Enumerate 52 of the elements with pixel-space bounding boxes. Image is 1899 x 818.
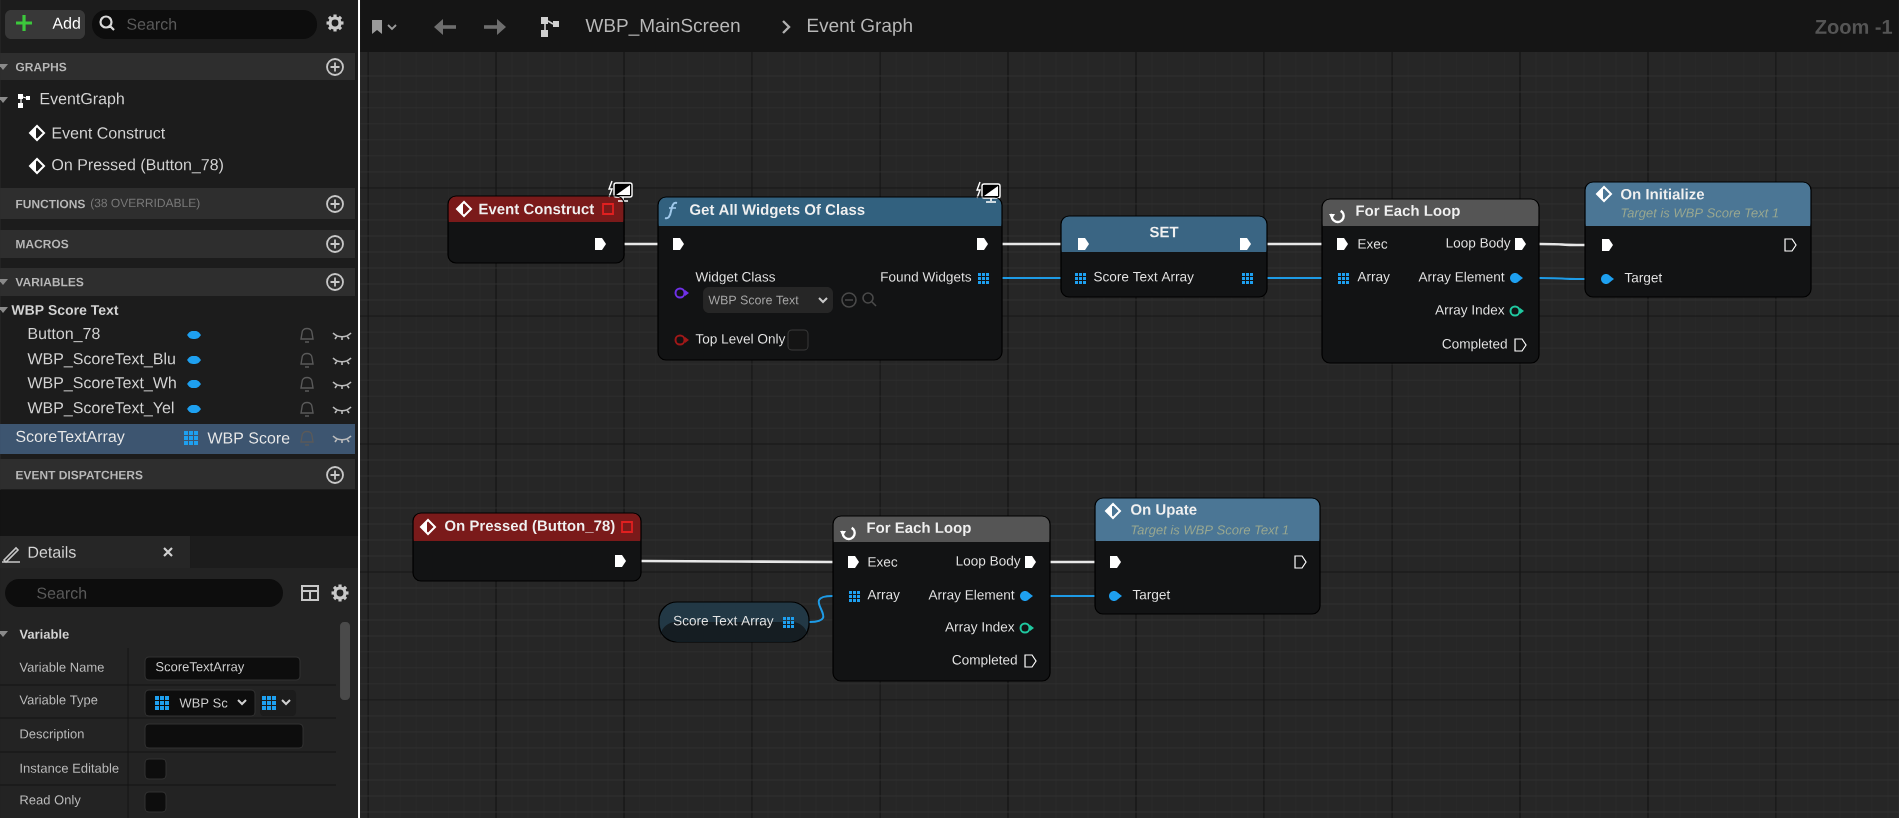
function-node: Get All Widgets Of Class Widget Class Found Widgets WBP Score Text Top Level Only: [657, 181, 1003, 361]
search-field: Search: [5, 579, 283, 607]
variable-node: Score Text Array: [658, 601, 810, 643]
breadcrumb-link: WBP_MainScreen: [585, 18, 740, 36]
wire: [808, 595, 834, 623]
text-field: ScoreTextArray: [144, 656, 301, 681]
variable-name: ScoreTextArray: [16, 430, 125, 446]
setter-node: SET Score Text Array: [1060, 215, 1268, 298]
macro-node: For Each Loop Exec Loop Body Array Array Element Array Index Completed: [832, 515, 1051, 682]
search-field: Search: [92, 10, 317, 39]
variable-name: WBP_ScoreText_Wh: [27, 376, 176, 392]
macro-node: For Each Loop Exec Loop Body Array Array Element Array Index Completed: [1321, 198, 1540, 364]
function-node: On Initialize Target is WBP Score Text 1 Target: [1584, 181, 1812, 298]
event-node: On Pressed (Button_78): [412, 512, 642, 582]
tree-item: Event Construct: [52, 127, 166, 139]
wire: [624, 242, 658, 246]
section-heading: VARIABLES: [15, 277, 84, 287]
section-note: (38 OVERRIDABLE): [90, 198, 200, 210]
property-label: Variable Name: [19, 662, 104, 672]
category-heading: WBP Score Text: [11, 305, 119, 315]
wire: [1266, 277, 1323, 279]
section-heading: FUNCTIONS: [16, 199, 85, 209]
class-dropdown: WBP Score Text: [703, 287, 833, 313]
wire: [641, 559, 833, 564]
property-label: Description: [20, 728, 84, 742]
wire: [1050, 560, 1095, 564]
section-heading: MACROS: [16, 239, 69, 249]
wire: [1001, 277, 1062, 279]
property-label: Read Only: [20, 794, 81, 808]
wire: [1002, 242, 1061, 246]
type-dropdown: WBP Sc: [144, 689, 256, 717]
wire: [1538, 277, 1586, 280]
variable-name: Button_78: [28, 327, 100, 343]
variable-name: WBP_ScoreText_Blu: [27, 352, 175, 368]
property-label: Instance Editable: [20, 763, 119, 773]
property-label: Variable Type: [19, 694, 98, 708]
function-node: On Upate Target is WBP Score Text 1 Target: [1094, 497, 1321, 615]
wire: [1267, 242, 1322, 246]
event-node: Event Construct: [447, 180, 633, 264]
add-button: Add: [5, 10, 85, 39]
section-heading: GRAPHS: [15, 62, 67, 72]
zoom-level: Zoom -1: [1815, 20, 1893, 34]
wire: [1539, 242, 1585, 247]
category-heading: Variable: [19, 629, 69, 639]
tree-item: On Pressed (Button_78): [52, 158, 223, 174]
variable-type: WBP Score: [207, 432, 290, 444]
tree-item: EventGraph: [40, 92, 124, 108]
section-heading: EVENT DISPATCHERS: [16, 470, 143, 480]
details-tab: Details: [0, 536, 190, 568]
wire: [1049, 595, 1096, 597]
breadcrumb-link: Event Graph: [808, 18, 912, 36]
variable-name: WBP_ScoreText_Yel: [27, 401, 174, 417]
